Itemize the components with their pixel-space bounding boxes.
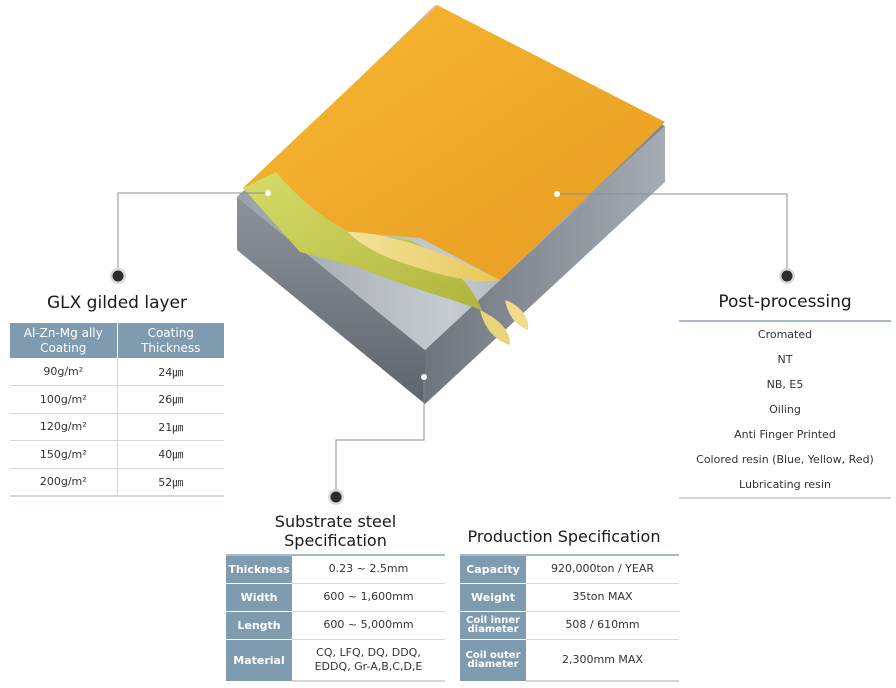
glx-coating-cell: 150g/m² — [10, 440, 118, 469]
material-line2: EDDQ, Gr-A,B,C,D,E — [314, 659, 423, 673]
post-title: Post-processing — [718, 292, 852, 312]
list-item: Lubricating resin — [739, 478, 831, 491]
substrate-anchor-dot — [421, 374, 427, 380]
glx-thickness-cell: 26㎛ — [117, 385, 224, 414]
substrate-key-cell: Width — [226, 583, 292, 612]
curl-highlight-3 — [505, 300, 529, 330]
substrate-title-line1: Substrate steel — [274, 512, 397, 531]
substrate-value-cell: 600 ~ 5,000mm — [292, 611, 445, 640]
post-callout-line — [557, 193, 788, 270]
glx-thickness-cell: 52㎛ — [117, 468, 224, 497]
list-item: NT — [777, 353, 793, 366]
glx-coating-cell: 100g/m² — [10, 385, 118, 414]
substrate-key-cell: Material — [226, 639, 292, 682]
glx-coating-cell: 200g/m² — [10, 468, 118, 497]
post-anchor-dot — [554, 191, 560, 197]
production-key-cell: Coil inner diameter — [460, 611, 526, 640]
glx-table: Al-Zn-Mg ally Coating Coating Thickness … — [10, 323, 224, 497]
glx-thickness-cell: 21㎛ — [117, 413, 224, 441]
post-processing-layer — [243, 5, 665, 280]
list-item: Colored resin (Blue, Yellow, Red) — [696, 453, 874, 466]
production-value-cell: 35ton MAX — [526, 583, 679, 612]
substrate-value-cell: 600 ~ 1,600mm — [292, 583, 445, 612]
table-row: Material CQ, LFQ, DQ, DDQ, EDDQ, Gr-A,B,… — [226, 639, 445, 682]
material-line1: CQ, LFQ, DQ, DDQ, — [316, 645, 421, 659]
glx-coating-cell: 90g/m² — [10, 358, 118, 386]
curl-highlight-2 — [480, 310, 510, 345]
list-item: Oiling — [769, 403, 801, 416]
production-title: Production Specification — [467, 527, 661, 546]
substrate-value-cell: 0.23 ~ 2.5mm — [292, 554, 445, 584]
list-item: Cromated — [757, 328, 813, 341]
curl-highlight-1 — [348, 232, 500, 282]
glx-title: GLX gilded layer — [46, 293, 188, 313]
production-value-cell: 920,000ton / YEAR — [526, 554, 679, 584]
glx-callout-line — [117, 192, 268, 270]
post-processing-list: Cromated NT NB, E5 Oiling Anti Finger Pr… — [679, 320, 891, 499]
substrate-title-line2: Specification — [284, 531, 387, 550]
glx-anchor-dot — [265, 190, 271, 196]
substrate-title: Substrate steel Specification — [226, 512, 445, 550]
production-key-cell: Coil outer diameter — [460, 639, 526, 682]
production-key-cell: Weight — [460, 583, 526, 612]
substrate-key-cell: Length — [226, 611, 292, 640]
steel-front-face — [425, 126, 665, 404]
production-key-cell: Capacity — [460, 554, 526, 584]
list-item: Anti Finger Printed — [734, 428, 836, 441]
callout-markers — [110, 268, 795, 505]
substrate-key-cell: Thickness — [226, 554, 292, 584]
callout-anchors — [265, 190, 560, 380]
glx-header-row: Al-Zn-Mg ally Coating Coating Thickness — [10, 323, 224, 358]
glx-coating-cell: 120g/m² — [10, 413, 118, 441]
substrate-value-cell: CQ, LFQ, DQ, DDQ, EDDQ, Gr-A,B,C,D,E — [292, 639, 445, 682]
post-marker-inner — [781, 270, 793, 282]
substrate-marker-inner — [330, 491, 342, 503]
glx-header-thickness: Coating Thickness — [117, 323, 224, 358]
substrate-callout-line — [335, 377, 425, 490]
glx-thickness-cell: 40㎛ — [117, 440, 224, 469]
list-item: NB, E5 — [766, 378, 804, 391]
production-value-cell: 2,300mm MAX — [526, 639, 679, 682]
glx-thickness-cell: 24㎛ — [117, 358, 224, 386]
glx-marker-inner — [112, 270, 124, 282]
callout-lines — [117, 192, 788, 490]
steel-left-face — [237, 197, 425, 404]
glx-header-coating: Al-Zn-Mg ally Coating — [10, 323, 118, 358]
production-value-cell: 508 / 610mm — [526, 611, 679, 640]
